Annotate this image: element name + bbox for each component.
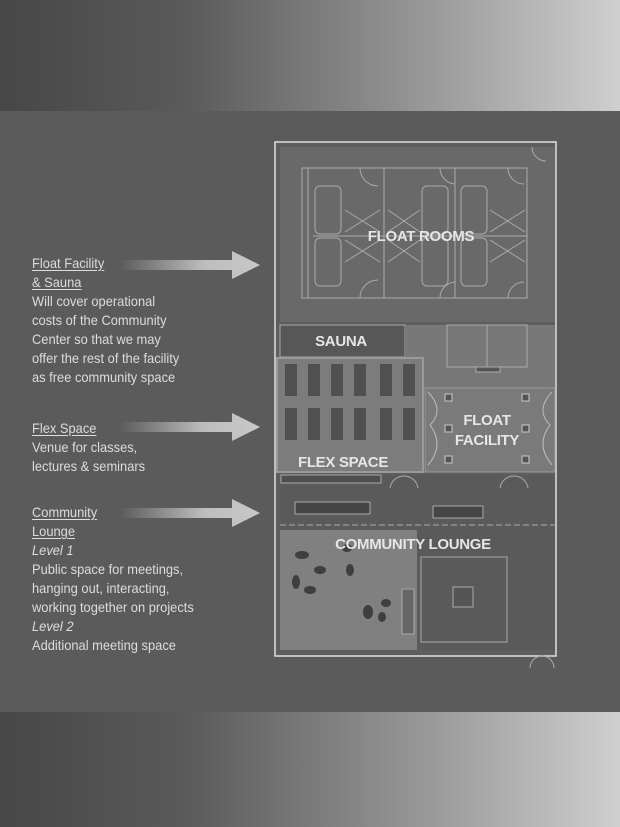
annotation-title: Lounge bbox=[32, 523, 75, 539]
room-label-float-facility: FACILITY bbox=[455, 432, 520, 449]
arrow-icon bbox=[120, 413, 260, 441]
annotation-title: Float Facility bbox=[32, 255, 105, 271]
top-gradient-band bbox=[0, 0, 620, 111]
room-label-float-facility: FLOAT bbox=[463, 412, 511, 429]
arrow-icon bbox=[120, 499, 260, 527]
annotation-line: Will cover operational bbox=[32, 293, 156, 309]
annotation-line: lectures & seminars bbox=[32, 458, 146, 474]
annotation-line: offer the rest of the facility bbox=[32, 350, 180, 366]
annotation-line: Center so that we may bbox=[32, 331, 161, 347]
annotation-line: Public space for meetings, bbox=[32, 561, 184, 577]
annotation-line: Additional meeting space bbox=[32, 637, 176, 653]
annotation-title: Community bbox=[32, 504, 98, 520]
flex-space-area bbox=[276, 357, 424, 473]
annotation-line: as free community space bbox=[32, 369, 176, 385]
bottom-gradient-band bbox=[0, 712, 620, 827]
float-rooms-grid bbox=[301, 167, 528, 299]
room-label-community-lounge: COMMUNITY LOUNGE bbox=[335, 536, 491, 553]
annotation-line: Venue for classes, bbox=[32, 439, 138, 455]
annotation-line: Level 1 bbox=[32, 542, 74, 558]
annotation-line: hanging out, interacting, bbox=[32, 580, 170, 596]
annotation-line: working together on projects bbox=[32, 599, 194, 615]
room-label-float-rooms: FLOAT ROOMS bbox=[368, 228, 475, 245]
room-label-sauna: SAUNA bbox=[315, 333, 367, 350]
annotation-title: Flex Space bbox=[32, 420, 97, 436]
annotation-line: costs of the Community bbox=[32, 312, 167, 328]
annotation-float-facility: Float Facility & Sauna Will cover operat… bbox=[32, 254, 179, 387]
room-label-flex-space: FLEX SPACE bbox=[298, 454, 388, 471]
annotation-community-lounge: Community Lounge Level 1 Public space fo… bbox=[32, 503, 194, 655]
annotation-line: Level 2 bbox=[32, 618, 74, 634]
arrow-icon bbox=[120, 251, 260, 279]
annotation-title: & Sauna bbox=[32, 274, 82, 290]
annotation-flex-space: Flex Space Venue for classes, lectures &… bbox=[32, 419, 145, 476]
